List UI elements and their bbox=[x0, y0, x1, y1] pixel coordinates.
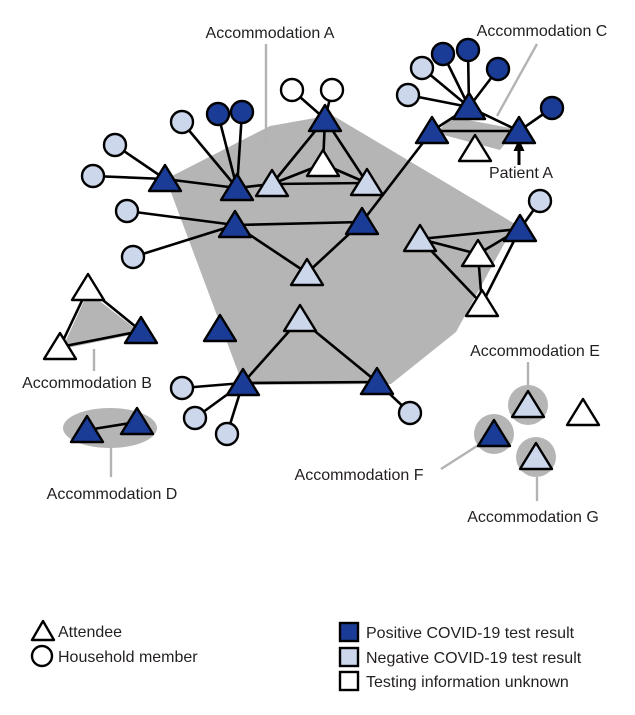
circle-icon bbox=[30, 644, 54, 668]
accommodation-f-line bbox=[440, 444, 478, 471]
node-triangle-positive-t26 bbox=[119, 406, 155, 436]
node-circle-negative-c13 bbox=[397, 400, 423, 426]
node-triangle-positive-t7 bbox=[217, 209, 253, 239]
accommodation-c-line bbox=[495, 43, 539, 117]
node-triangle-negative-t27 bbox=[510, 389, 546, 419]
node-triangle-unknown-t4 bbox=[305, 148, 341, 178]
edge-c8-t7 bbox=[126, 209, 236, 227]
edge-t1-t2 bbox=[164, 177, 238, 190]
node-circle-positive-c20 bbox=[539, 95, 565, 121]
edge-t23-t24 bbox=[59, 329, 142, 349]
node-triangle-positive-t19 bbox=[451, 91, 487, 121]
node-triangle-positive-t12 bbox=[225, 367, 261, 397]
node-triangle-positive-t28 bbox=[476, 418, 512, 448]
node-triangle-unknown-t23 bbox=[42, 331, 78, 361]
node-triangle-negative-t6 bbox=[349, 167, 385, 197]
node-circle-negative-c12 bbox=[214, 421, 240, 447]
node-triangle-positive-t24 bbox=[123, 315, 159, 345]
node-triangle-positive-t3 bbox=[307, 103, 343, 133]
node-circle-negative-c8 bbox=[114, 198, 140, 224]
label-accommodation-d: Accommodation D bbox=[47, 486, 178, 503]
node-triangle-positive-t17 bbox=[502, 213, 538, 243]
label-accommodation-e: Accommodation E bbox=[470, 343, 600, 360]
edge-c3-t2 bbox=[181, 121, 238, 189]
label-accommodation-f: Accommodation F bbox=[295, 467, 424, 484]
node-triangle-unknown-t30 bbox=[565, 397, 601, 427]
label-accommodation-g: Accommodation G bbox=[467, 509, 599, 526]
node-triangle-positive-t1 bbox=[147, 163, 183, 193]
node-circle-negative-c2 bbox=[80, 163, 106, 189]
node-circle-negative-c15 bbox=[395, 82, 421, 108]
node-circle-negative-c11 bbox=[182, 405, 208, 431]
legend-status-label-2: Testing information unknown bbox=[366, 674, 569, 691]
node-triangle-positive-t20 bbox=[501, 115, 537, 145]
node-triangle-unknown-t22 bbox=[70, 272, 106, 302]
node-circle-negative-c1 bbox=[102, 132, 128, 158]
legend-positive-swatch bbox=[338, 621, 360, 643]
node-triangle-positive-t18 bbox=[414, 115, 450, 145]
node-triangle-unknown-t15 bbox=[460, 238, 496, 268]
region-accommodation-c bbox=[436, 117, 516, 150]
node-triangle-negative-t14 bbox=[402, 223, 438, 253]
node-circle-unknown-c6 bbox=[279, 77, 305, 103]
node-circle-unknown-c7 bbox=[319, 77, 345, 103]
label-patient-a: Patient A bbox=[489, 165, 553, 182]
node-triangle-positive-t2 bbox=[219, 172, 255, 202]
node-circle-negative-c3 bbox=[169, 109, 195, 135]
node-triangle-positive-t10 bbox=[202, 313, 238, 343]
node-triangle-positive-t8 bbox=[344, 206, 380, 236]
node-circle-positive-c18 bbox=[455, 37, 481, 63]
node-circle-positive-c17 bbox=[430, 41, 456, 67]
legend-shape-label-0: Attendee bbox=[58, 624, 122, 641]
legend-negative-swatch bbox=[338, 646, 360, 668]
node-circle-negative-c9 bbox=[120, 244, 146, 270]
region-accommodation-a bbox=[166, 115, 515, 385]
patient-a-arrow-head bbox=[513, 139, 525, 151]
label-accommodation-a: Accommodation A bbox=[206, 25, 335, 42]
node-triangle-unknown-t16 bbox=[464, 288, 500, 318]
node-triangle-negative-t5 bbox=[254, 168, 290, 198]
legend-shape-label-1: Household member bbox=[58, 649, 198, 666]
edge-t14-t17 bbox=[419, 227, 521, 241]
legend-status-label-1: Negative COVID-19 test result bbox=[366, 650, 582, 667]
node-circle-positive-c19 bbox=[485, 56, 511, 82]
node-triangle-negative-t29 bbox=[518, 441, 554, 471]
legend-unknown-swatch bbox=[338, 670, 360, 692]
node-triangle-negative-t11 bbox=[282, 303, 318, 333]
edge-t12-t13 bbox=[242, 380, 378, 385]
edge-t5-t6 bbox=[271, 181, 368, 186]
node-triangle-positive-t25 bbox=[69, 414, 105, 444]
edge-c4-t2 bbox=[216, 113, 239, 189]
node-circle-positive-c4 bbox=[205, 101, 231, 127]
node-circle-negative-c16 bbox=[409, 55, 435, 81]
edge-c9-t7 bbox=[132, 223, 236, 259]
node-triangle-positive-t13 bbox=[359, 366, 395, 396]
node-circle-positive-c5 bbox=[229, 99, 255, 125]
label-accommodation-c: Accommodation C bbox=[477, 23, 608, 40]
label-accommodation-b: Accommodation B bbox=[22, 375, 152, 392]
node-circle-negative-c10 bbox=[169, 375, 195, 401]
edge-t8-t18 bbox=[360, 130, 434, 223]
node-triangle-unknown-t21 bbox=[457, 133, 493, 163]
edge-t7-t8 bbox=[234, 220, 363, 227]
legend-status-label-0: Positive COVID-19 test result bbox=[366, 625, 575, 642]
node-triangle-negative-t9 bbox=[289, 257, 325, 287]
triangle-icon bbox=[30, 619, 56, 642]
node-circle-negative-c14 bbox=[527, 188, 553, 214]
